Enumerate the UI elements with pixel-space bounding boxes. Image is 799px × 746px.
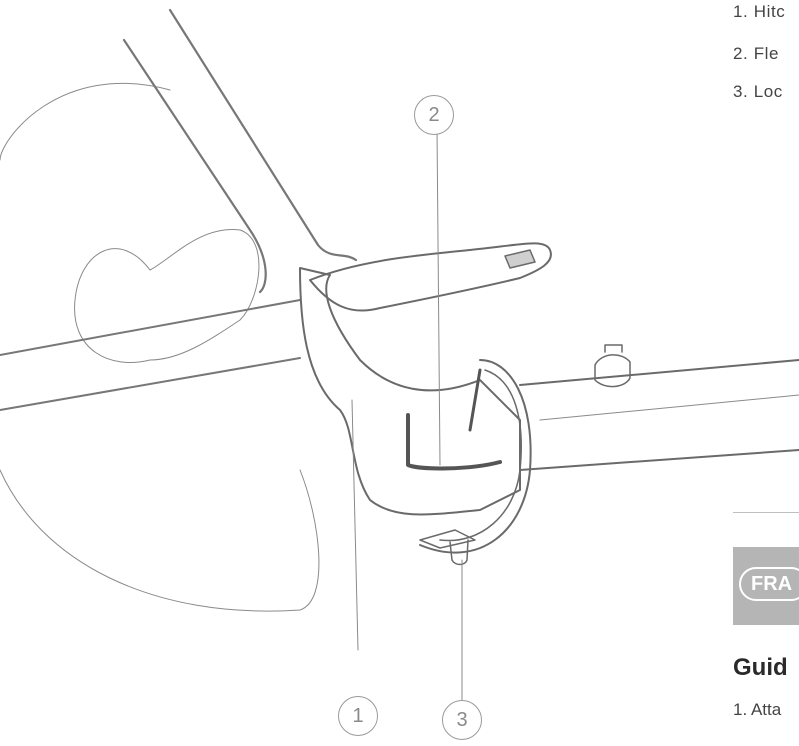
strap bbox=[406, 413, 502, 471]
clamp-body bbox=[299, 267, 521, 516]
rail-bottom bbox=[519, 449, 799, 471]
clamp-knob bbox=[419, 529, 476, 566]
instruction-item-1: 1. Hitc bbox=[733, 2, 786, 21]
callout-1: 1 bbox=[338, 696, 378, 736]
leader-line-1 bbox=[351, 399, 359, 651]
lower-tube-bottom bbox=[0, 357, 301, 411]
hook-inner bbox=[439, 369, 522, 542]
wheel-outline bbox=[0, 83, 320, 612]
rail-top bbox=[519, 359, 799, 386]
section-first-line: 1. Atta bbox=[733, 700, 782, 719]
fork-tube-left bbox=[122, 38, 267, 294]
language-band: FRA bbox=[733, 547, 799, 625]
brake-caliper bbox=[149, 229, 260, 361]
callout-2: 2 bbox=[414, 95, 454, 135]
instruction-item-2: 2. Fle bbox=[733, 44, 780, 63]
section-divider bbox=[733, 512, 799, 513]
arm-tip bbox=[504, 249, 536, 269]
fork-tube-right bbox=[168, 8, 358, 262]
lower-tube bbox=[0, 299, 301, 356]
strap-vertical bbox=[468, 368, 482, 432]
language-tab-label: FRA bbox=[739, 567, 799, 601]
rail-bolt bbox=[594, 344, 631, 388]
section-title: Guid bbox=[733, 654, 788, 681]
clamp-arm bbox=[309, 242, 552, 312]
rail-groove bbox=[539, 394, 799, 421]
hook bbox=[419, 359, 532, 554]
callout-3: 3 bbox=[442, 700, 482, 740]
leader-line-2 bbox=[436, 127, 441, 466]
brake-disc bbox=[74, 248, 151, 363]
instruction-item-3: 3. Loc bbox=[733, 82, 783, 101]
